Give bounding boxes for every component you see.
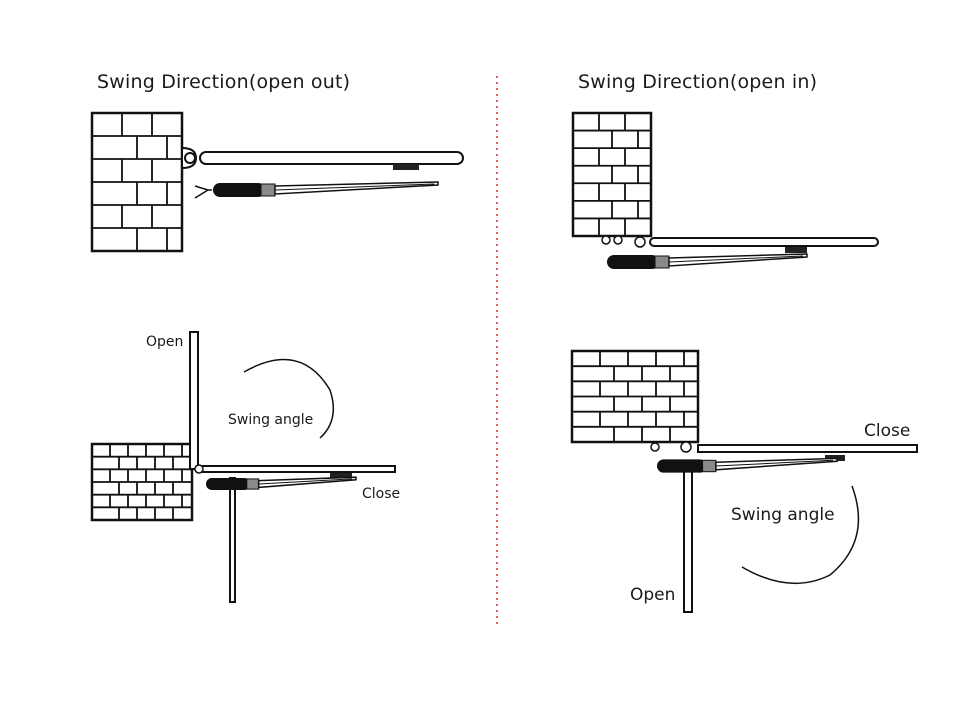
wall-mortar [573, 113, 651, 236]
right-swing-angle-label: Swing angle [731, 505, 835, 525]
left-bottom-gate-bracket [330, 473, 352, 478]
opener-arm-inner [715, 459, 834, 467]
opener-arm-inner [258, 478, 353, 485]
left-swing-arc [243, 358, 335, 439]
right-bottom-closed-gate [697, 444, 918, 453]
left-bottom-open-gate [189, 331, 199, 470]
motor-body [657, 459, 707, 473]
right-swing-arc [741, 485, 860, 585]
wall-mortar [572, 351, 698, 442]
right-bottom-opener [657, 457, 838, 473]
hinge-pin [601, 235, 611, 245]
left-bottom-wall [90, 442, 194, 522]
right-close-label: Close [864, 421, 911, 441]
motor-sleeve [702, 459, 717, 473]
left-swing-angle-label: Swing angle [228, 412, 314, 428]
right-panel-title: Swing Direction(open in) [578, 71, 818, 93]
right-top-gate [649, 237, 879, 247]
left-bottom-closed-gate [196, 465, 396, 473]
gate-leaf [189, 331, 199, 470]
left-top-gate [199, 151, 464, 165]
wall-mortar [92, 113, 182, 251]
hinge-pin [680, 441, 692, 453]
wall-mortar [92, 444, 192, 520]
right-open-label: Open [630, 585, 676, 605]
left-bottom-hinge [194, 464, 204, 474]
motor-body [213, 183, 265, 197]
right-bottom-open-gate [683, 469, 693, 613]
left-open-label: Open [146, 334, 184, 350]
gate-leaf [649, 237, 879, 247]
gate-leaf [199, 151, 464, 165]
left-bottom-post [229, 477, 236, 603]
left-top-hinge [181, 146, 198, 170]
opener-arm [668, 253, 808, 267]
opener-arm [257, 476, 357, 489]
opener-arm [715, 457, 838, 471]
right-top-gate-bracket [785, 247, 807, 253]
left-top-wall [90, 111, 184, 253]
opener-arm-inner [274, 183, 435, 191]
left-bottom-opener [206, 476, 357, 490]
left-panel-title: Swing Direction(open out) [97, 71, 351, 93]
left-top-wall-bracket [194, 185, 212, 199]
left-close-label: Close [362, 486, 401, 502]
right-top-opener [607, 253, 808, 269]
motor-sleeve [246, 478, 260, 490]
right-top-wall [571, 111, 653, 238]
left-top-gate-bracket [393, 164, 419, 170]
hinge-pin [634, 236, 646, 248]
left-top-opener [213, 181, 439, 197]
opener-arm [274, 181, 439, 195]
hinge-pin [184, 152, 196, 164]
right-top-hinges [601, 235, 646, 248]
hinge-pin [613, 235, 623, 245]
opener-arm-inner [668, 255, 804, 263]
motor-body [206, 478, 251, 490]
motor-sleeve [654, 255, 670, 269]
right-bottom-wall [570, 349, 700, 444]
motor-sleeve [260, 183, 276, 197]
right-bottom-hinges [650, 441, 692, 453]
motor-body [607, 255, 659, 269]
hinge-pin [650, 442, 660, 452]
gate-leaf [683, 469, 693, 613]
